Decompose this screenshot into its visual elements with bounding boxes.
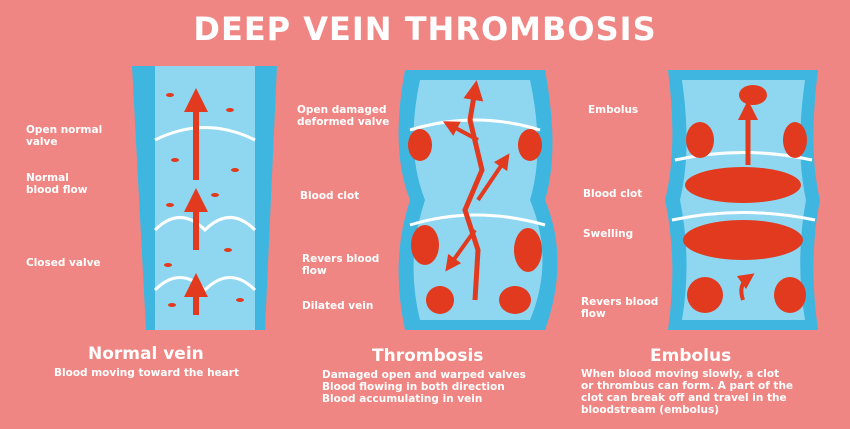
label-reverse-blood-flow: Revers blood flow [302, 253, 379, 277]
embolus-fragment [739, 85, 767, 105]
description-embolus: When blood moving slowly, a clot or thro… [581, 368, 793, 416]
embolus-vein-illustration [665, 70, 820, 330]
label-normal-blood-flow: Normal blood flow [26, 172, 87, 196]
description-line: When blood moving slowly, a clot [581, 368, 793, 380]
thrombosis-vein-illustration [399, 70, 558, 330]
description-line: clot can break off and travel in the [581, 392, 793, 404]
description-line: or thrombus can form. A part of the [581, 380, 793, 392]
description-thrombosis: Damaged open and warped valves Blood flo… [322, 369, 526, 405]
label-open-normal-valve: Open normal valve [26, 124, 102, 148]
heading-embolus: Embolus [650, 346, 731, 366]
description-normal-vein: Blood moving toward the heart [54, 367, 239, 379]
description-line: bloodstream (embolus) [581, 404, 793, 416]
normal-vein-illustration [132, 66, 277, 330]
label-reverse-blood-flow-embolus: Revers blood flow [581, 296, 658, 320]
label-closed-valve: Closed valve [26, 257, 101, 269]
label-blood-clot-embolus: Blood clot [583, 188, 642, 200]
heading-normal-vein: Normal vein [88, 344, 204, 364]
description-line: Blood moving toward the heart [54, 367, 239, 379]
label-swelling: Swelling [583, 228, 633, 240]
label-dilated-vein: Dilated vein [302, 300, 373, 312]
description-line: Damaged open and warped valves [322, 369, 526, 381]
description-line: Blood flowing in both direction [322, 381, 526, 393]
label-open-damaged-valve: Open damaged deformed valve [297, 104, 389, 128]
description-line: Blood accumulating in vein [322, 393, 526, 405]
label-blood-clot: Blood clot [300, 190, 359, 202]
label-embolus: Embolus [588, 104, 638, 116]
heading-thrombosis: Thrombosis [372, 346, 483, 366]
